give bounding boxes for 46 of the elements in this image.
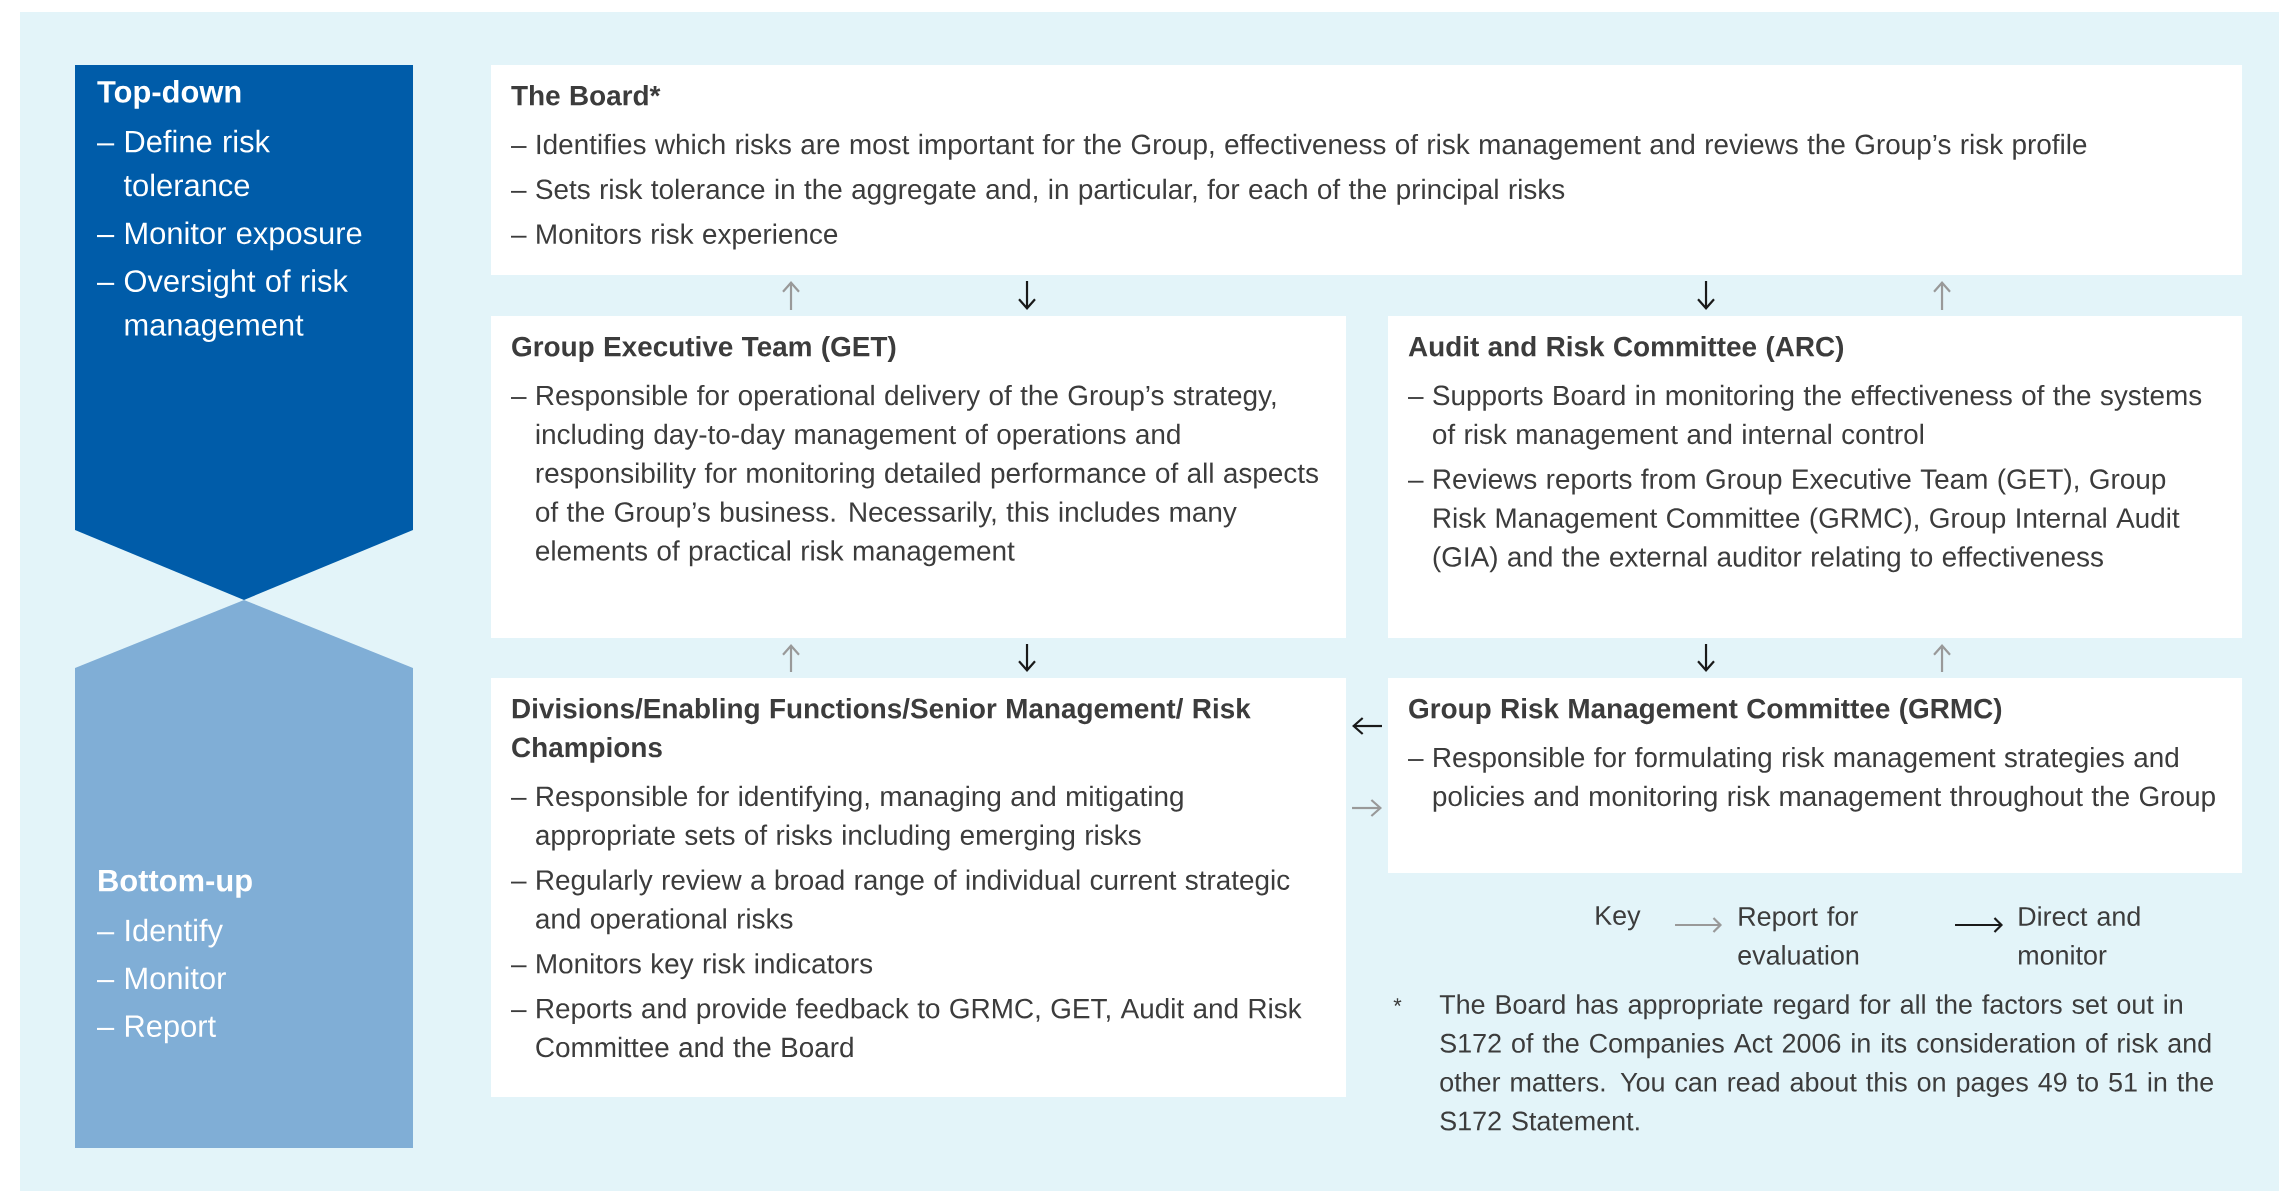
- footnote-text: The Board has appropriate regard for all the factors set out in S172 of the Companies Act 2006 in its consideration of risk and other matters. You can read about this on pages 49 to 51 in the S172 Statement.: [1439, 994, 2213, 1131]
- footnote-mark: *: [1393, 998, 1402, 1006]
- arrow: [1018, 644, 1036, 672]
- banner-item: – Monitor: [97, 966, 226, 990]
- bullet-item: – Monitors key risk indicators: [511, 953, 873, 980]
- arrow: [1018, 281, 1036, 310]
- process-box: [1388, 316, 2243, 638]
- process-box: [491, 678, 1347, 1097]
- arrow: [1933, 644, 1951, 672]
- box-heading: The Board*: [511, 85, 661, 106]
- legend-title: Key: [1596, 906, 1641, 931]
- banner-item: – Identify: [97, 918, 223, 948]
- banner-item: – Oversight of risk management: [97, 269, 348, 342]
- legend-text: Direct and monitor: [2019, 906, 2140, 965]
- box-heading: Audit and Risk Committee (ARC): [1408, 336, 1844, 362]
- banner-heading: Bottom-up: [99, 870, 252, 898]
- arrow: [782, 644, 800, 672]
- bullet-item: – Regularly review a broad range of individual current strategic and operational risks: [511, 869, 1290, 935]
- arrow: [1352, 799, 1382, 817]
- bullet-item: – Responsible for operational delivery of the Group’s strategy, including day-to-day management of operations and responsibility for monitoring detailed performance of all aspects of the Group’s business. Necessarily, this includes many elements of practical risk management: [511, 384, 1318, 567]
- bullet-item: – Reviews reports from Group Executive Team (GET), Group Risk Management Committee (GRMC), Group Internal Audit (GIA) and the external auditor relating to effectiveness: [1408, 468, 2180, 573]
- bullet-item: – Supports Board in monitoring the effectiveness of the systems of risk management and internal control: [1408, 384, 2202, 450]
- bullet-item: – Identifies which risks are most important for the Group, effectiveness of risk management and reviews the Group’s risk profile: [511, 133, 2087, 160]
- bullet-item: – Monitors risk experience: [511, 223, 838, 250]
- arrow: [1697, 281, 1715, 310]
- bullet-item: – Responsible for formulating risk management strategies and policies and monitoring risk management throughout the Group: [1408, 746, 2215, 812]
- box-heading: Group Executive Team (GET): [512, 336, 896, 362]
- arrow: [1697, 644, 1715, 672]
- box-heading: Divisions/Enabling Functions/Senior Management/ Risk Champions: [512, 698, 1251, 763]
- banner-item: – Monitor exposure: [97, 221, 362, 251]
- arrow: [782, 281, 800, 310]
- chevron-banner: [75, 65, 413, 600]
- legend-text: Report for evaluation: [1738, 906, 1859, 965]
- box-heading: Group Risk Management Committee (GRMC): [1409, 698, 2002, 725]
- banner-heading: Top-down: [97, 80, 241, 109]
- arrow: [1933, 281, 1951, 310]
- arrow: [1352, 717, 1382, 735]
- process-box: [491, 65, 2243, 275]
- bullet-item: – Responsible for identifying, managing and mitigating appropriate sets of risks including emerging risks: [511, 785, 1183, 851]
- banner-item: – Report: [97, 1015, 216, 1044]
- bullet-item: – Reports and provide feedback to GRMC, GET, Audit and Risk Committee and the Board: [511, 998, 1302, 1058]
- banner-item: – Define risk tolerance: [97, 129, 271, 197]
- bullet-item: – Sets risk tolerance in the aggregate and, in particular, for each of the principal risks: [511, 178, 1565, 205]
- chevron-banner: [75, 600, 413, 1148]
- process-box: [491, 316, 1347, 638]
- process-box: [1388, 678, 2243, 873]
